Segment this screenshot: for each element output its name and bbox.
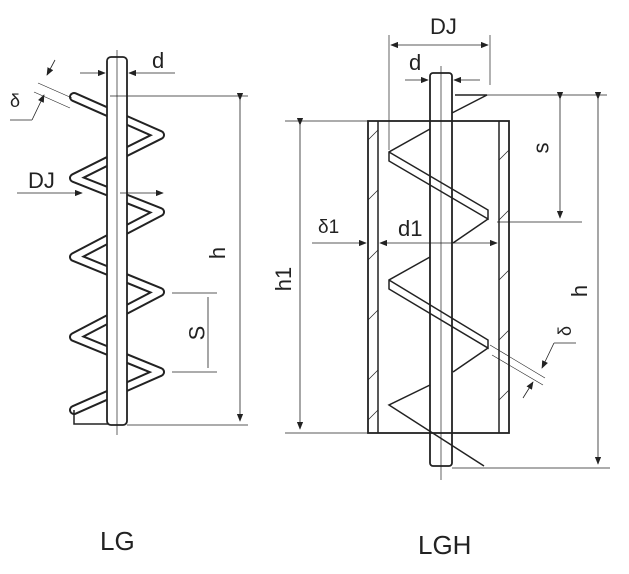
lgh-label-delta: δ <box>555 325 576 337</box>
lg-figure <box>10 50 248 435</box>
lgh-label-delta1: δ1 <box>318 217 340 238</box>
lgh-label-h1: h1 <box>271 266 297 292</box>
lgh-caption: LGH <box>418 530 472 560</box>
lgh-label-d1: d1 <box>398 216 423 241</box>
lgh-cylinder <box>367 120 510 434</box>
lg-label-h: h <box>205 246 231 260</box>
lg-helix-ribbon <box>69 92 165 415</box>
lg-label-dj: DJ <box>28 168 55 193</box>
lgh-label-dj: DJ <box>430 14 457 39</box>
lg-caption: LG <box>100 526 135 556</box>
lg-label-s: S <box>184 325 210 341</box>
lgh-figure <box>285 35 610 480</box>
lgh-label-d: d <box>409 50 422 75</box>
lg-label-d: d <box>152 48 165 73</box>
lgh-label-s: s <box>528 142 554 154</box>
lgh-label-h: h <box>567 284 593 298</box>
lg-label-delta: δ <box>10 91 21 111</box>
